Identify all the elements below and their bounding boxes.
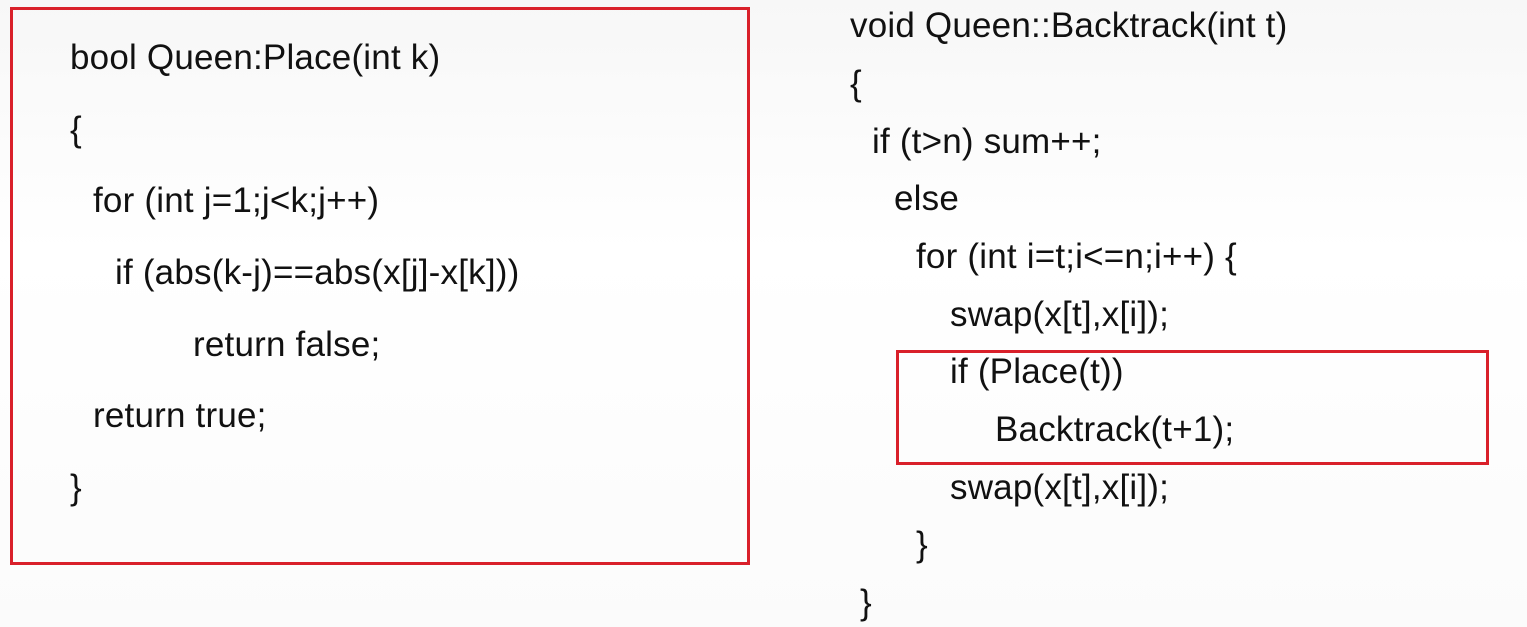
code-line: } [70, 468, 82, 507]
code-line: { [850, 64, 862, 103]
code-line: Backtrack(t+1); [995, 410, 1235, 449]
code-line: void Queen::Backtrack(int t) [850, 6, 1288, 45]
place-function-highlight-box [10, 7, 750, 565]
code-line: } [860, 583, 872, 622]
code-line: if (Place(t)) [950, 352, 1124, 391]
place-call-highlight-box [896, 350, 1489, 465]
code-line: bool Queen:Place(int k) [70, 38, 441, 77]
code-line: for (int i=t;i<=n;i++) { [916, 237, 1237, 276]
code-line: return false; [193, 325, 381, 364]
code-line: if (abs(k-j)==abs(x[j]-x[k])) [115, 253, 520, 292]
code-line: for (int j=1;j<k;j++) [93, 181, 380, 220]
code-line: swap(x[t],x[i]); [950, 468, 1170, 507]
code-line: { [70, 110, 82, 149]
code-line: else [894, 179, 960, 218]
code-line: } [916, 525, 928, 564]
code-line: return true; [93, 396, 267, 435]
code-line: if (t>n) sum++; [872, 122, 1102, 161]
code-line: swap(x[t],x[i]); [950, 295, 1170, 334]
